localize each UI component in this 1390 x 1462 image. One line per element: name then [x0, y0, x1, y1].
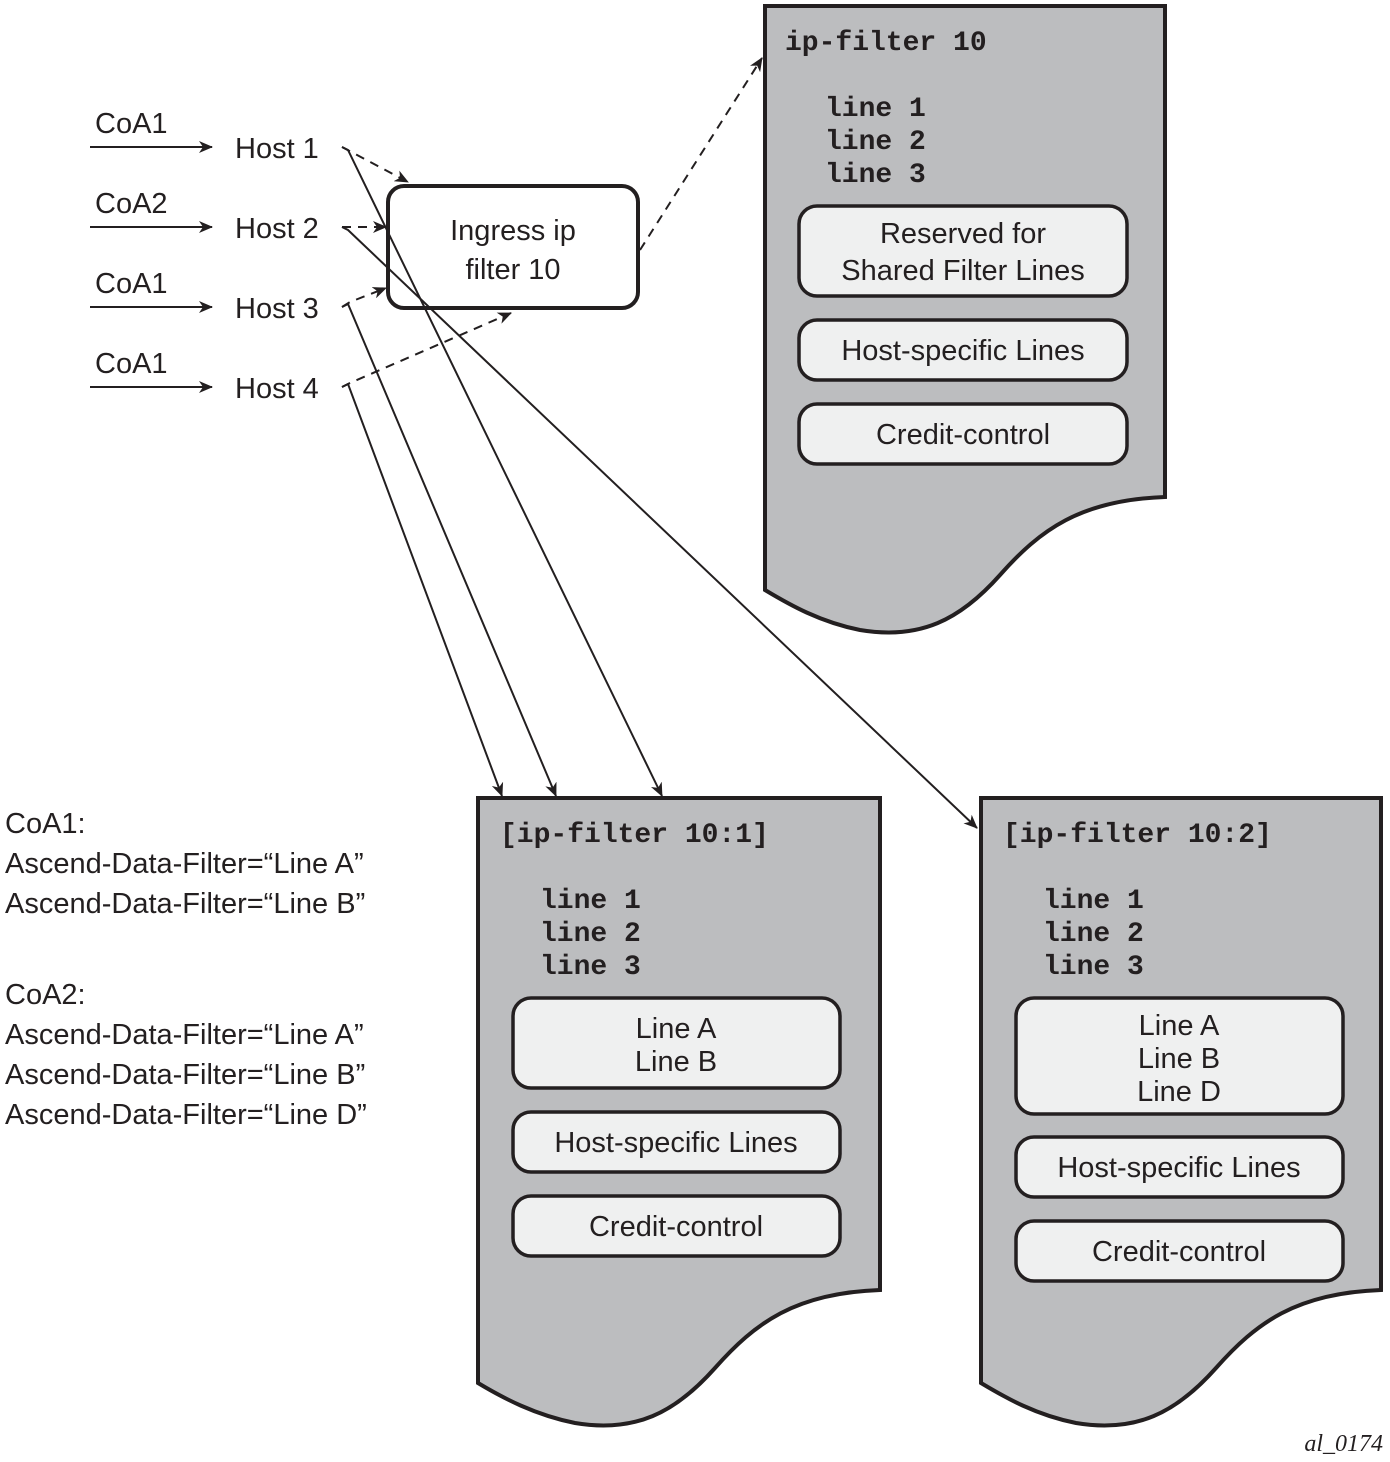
slot-text: Line A — [1139, 1010, 1220, 1042]
figure-id: al_0174 — [1304, 1431, 1383, 1457]
slot-text: Host-specific Lines — [1057, 1152, 1300, 1184]
legend-attr: Ascend-Data-Filter=“Line D” — [5, 1099, 367, 1131]
coa-label: CoA1 — [95, 268, 168, 300]
filter-line: line 3 — [1043, 952, 1144, 983]
legend-attr: Ascend-Data-Filter=“Line A” — [5, 1019, 364, 1051]
slot-text: Credit-control — [589, 1211, 763, 1243]
ingress-to-main-filter — [639, 57, 763, 251]
filter-line: line 1 — [540, 886, 641, 917]
slot-shared-lines — [797, 204, 1129, 298]
coa-label: CoA1 — [95, 108, 168, 140]
slot-credit-control — [797, 402, 1129, 466]
filter-title: [ip-filter 10:1] — [500, 820, 769, 851]
coa-label: CoA1 — [95, 348, 168, 380]
host2-to-filter-10-2 — [341, 226, 978, 829]
host-row-2: CoA2 Host 2 — [90, 188, 319, 245]
filter-line: line 2 — [1043, 919, 1144, 950]
filter-doc-10-2: [ip-filter 10:2] line 1 line 2 line 3 Li… — [979, 796, 1383, 1428]
filter-doc-main: ip-filter 10 line 1 line 2 line 3 Reserv… — [763, 4, 1167, 635]
slot-text: Line B — [635, 1046, 717, 1078]
slot-text: Host-specific Lines — [554, 1127, 797, 1159]
coa-legend: CoA1: Ascend-Data-Filter=“Line A” Ascend… — [5, 808, 367, 1131]
host4-to-filter-10-1 — [341, 382, 504, 797]
filter-line: line 2 — [825, 127, 926, 158]
solid-connectors — [341, 146, 978, 829]
host-label: Host 3 — [235, 293, 319, 325]
host1-to-ingress — [341, 146, 409, 183]
host-label: Host 1 — [235, 133, 319, 165]
slot-credit-control — [511, 1194, 842, 1258]
slot-text: Line D — [1137, 1076, 1221, 1108]
filter-line: line 3 — [825, 160, 926, 191]
host3-to-filter-10-1 — [341, 302, 557, 797]
host-label: Host 4 — [235, 373, 319, 405]
host-row-3: CoA1 Host 3 — [90, 268, 319, 325]
legend-title: CoA1: — [5, 808, 86, 840]
host1-to-filter-10-1 — [341, 146, 663, 797]
slot-text: Line B — [1138, 1043, 1220, 1075]
slot-text: Credit-control — [876, 419, 1050, 451]
slot-text: Reserved for — [880, 218, 1046, 250]
legend-title: CoA2: — [5, 979, 86, 1011]
filter-line: line 3 — [540, 952, 641, 983]
slot-text: Shared Filter Lines — [841, 255, 1084, 287]
slot-credit-control — [1014, 1219, 1345, 1283]
slot-host-specific — [797, 318, 1129, 382]
slot-shared-lines — [511, 996, 842, 1090]
slot-shared-lines — [1014, 996, 1345, 1116]
host-row-1: CoA1 Host 1 — [90, 108, 319, 165]
filter-line: line 1 — [1043, 886, 1144, 917]
host-row-4: CoA1 Host 4 — [90, 348, 319, 405]
coa-label: CoA2 — [95, 188, 168, 220]
ingress-text: filter 10 — [465, 254, 560, 286]
legend-attr: Ascend-Data-Filter=“Line A” — [5, 848, 364, 880]
filter-line: line 1 — [825, 94, 926, 125]
filter-doc-10-1: [ip-filter 10:1] line 1 line 2 line 3 Li… — [476, 796, 882, 1428]
ingress-text: Ingress ip — [450, 215, 576, 247]
slot-host-specific — [1014, 1135, 1345, 1199]
host-label: Host 2 — [235, 213, 319, 245]
filter-line: line 2 — [540, 919, 641, 950]
legend-attr: Ascend-Data-Filter=“Line B” — [5, 888, 365, 920]
filter-title: ip-filter 10 — [785, 28, 987, 59]
filter-title: [ip-filter 10:2] — [1003, 820, 1272, 851]
slot-text: Host-specific Lines — [841, 335, 1084, 367]
ingress-filter-box: Ingress ip filter 10 — [386, 184, 640, 310]
slot-host-specific — [511, 1110, 842, 1174]
ingress-box-shape — [386, 184, 640, 310]
slot-text: Line A — [636, 1013, 717, 1045]
slot-text: Credit-control — [1092, 1236, 1266, 1268]
legend-attr: Ascend-Data-Filter=“Line B” — [5, 1059, 365, 1091]
